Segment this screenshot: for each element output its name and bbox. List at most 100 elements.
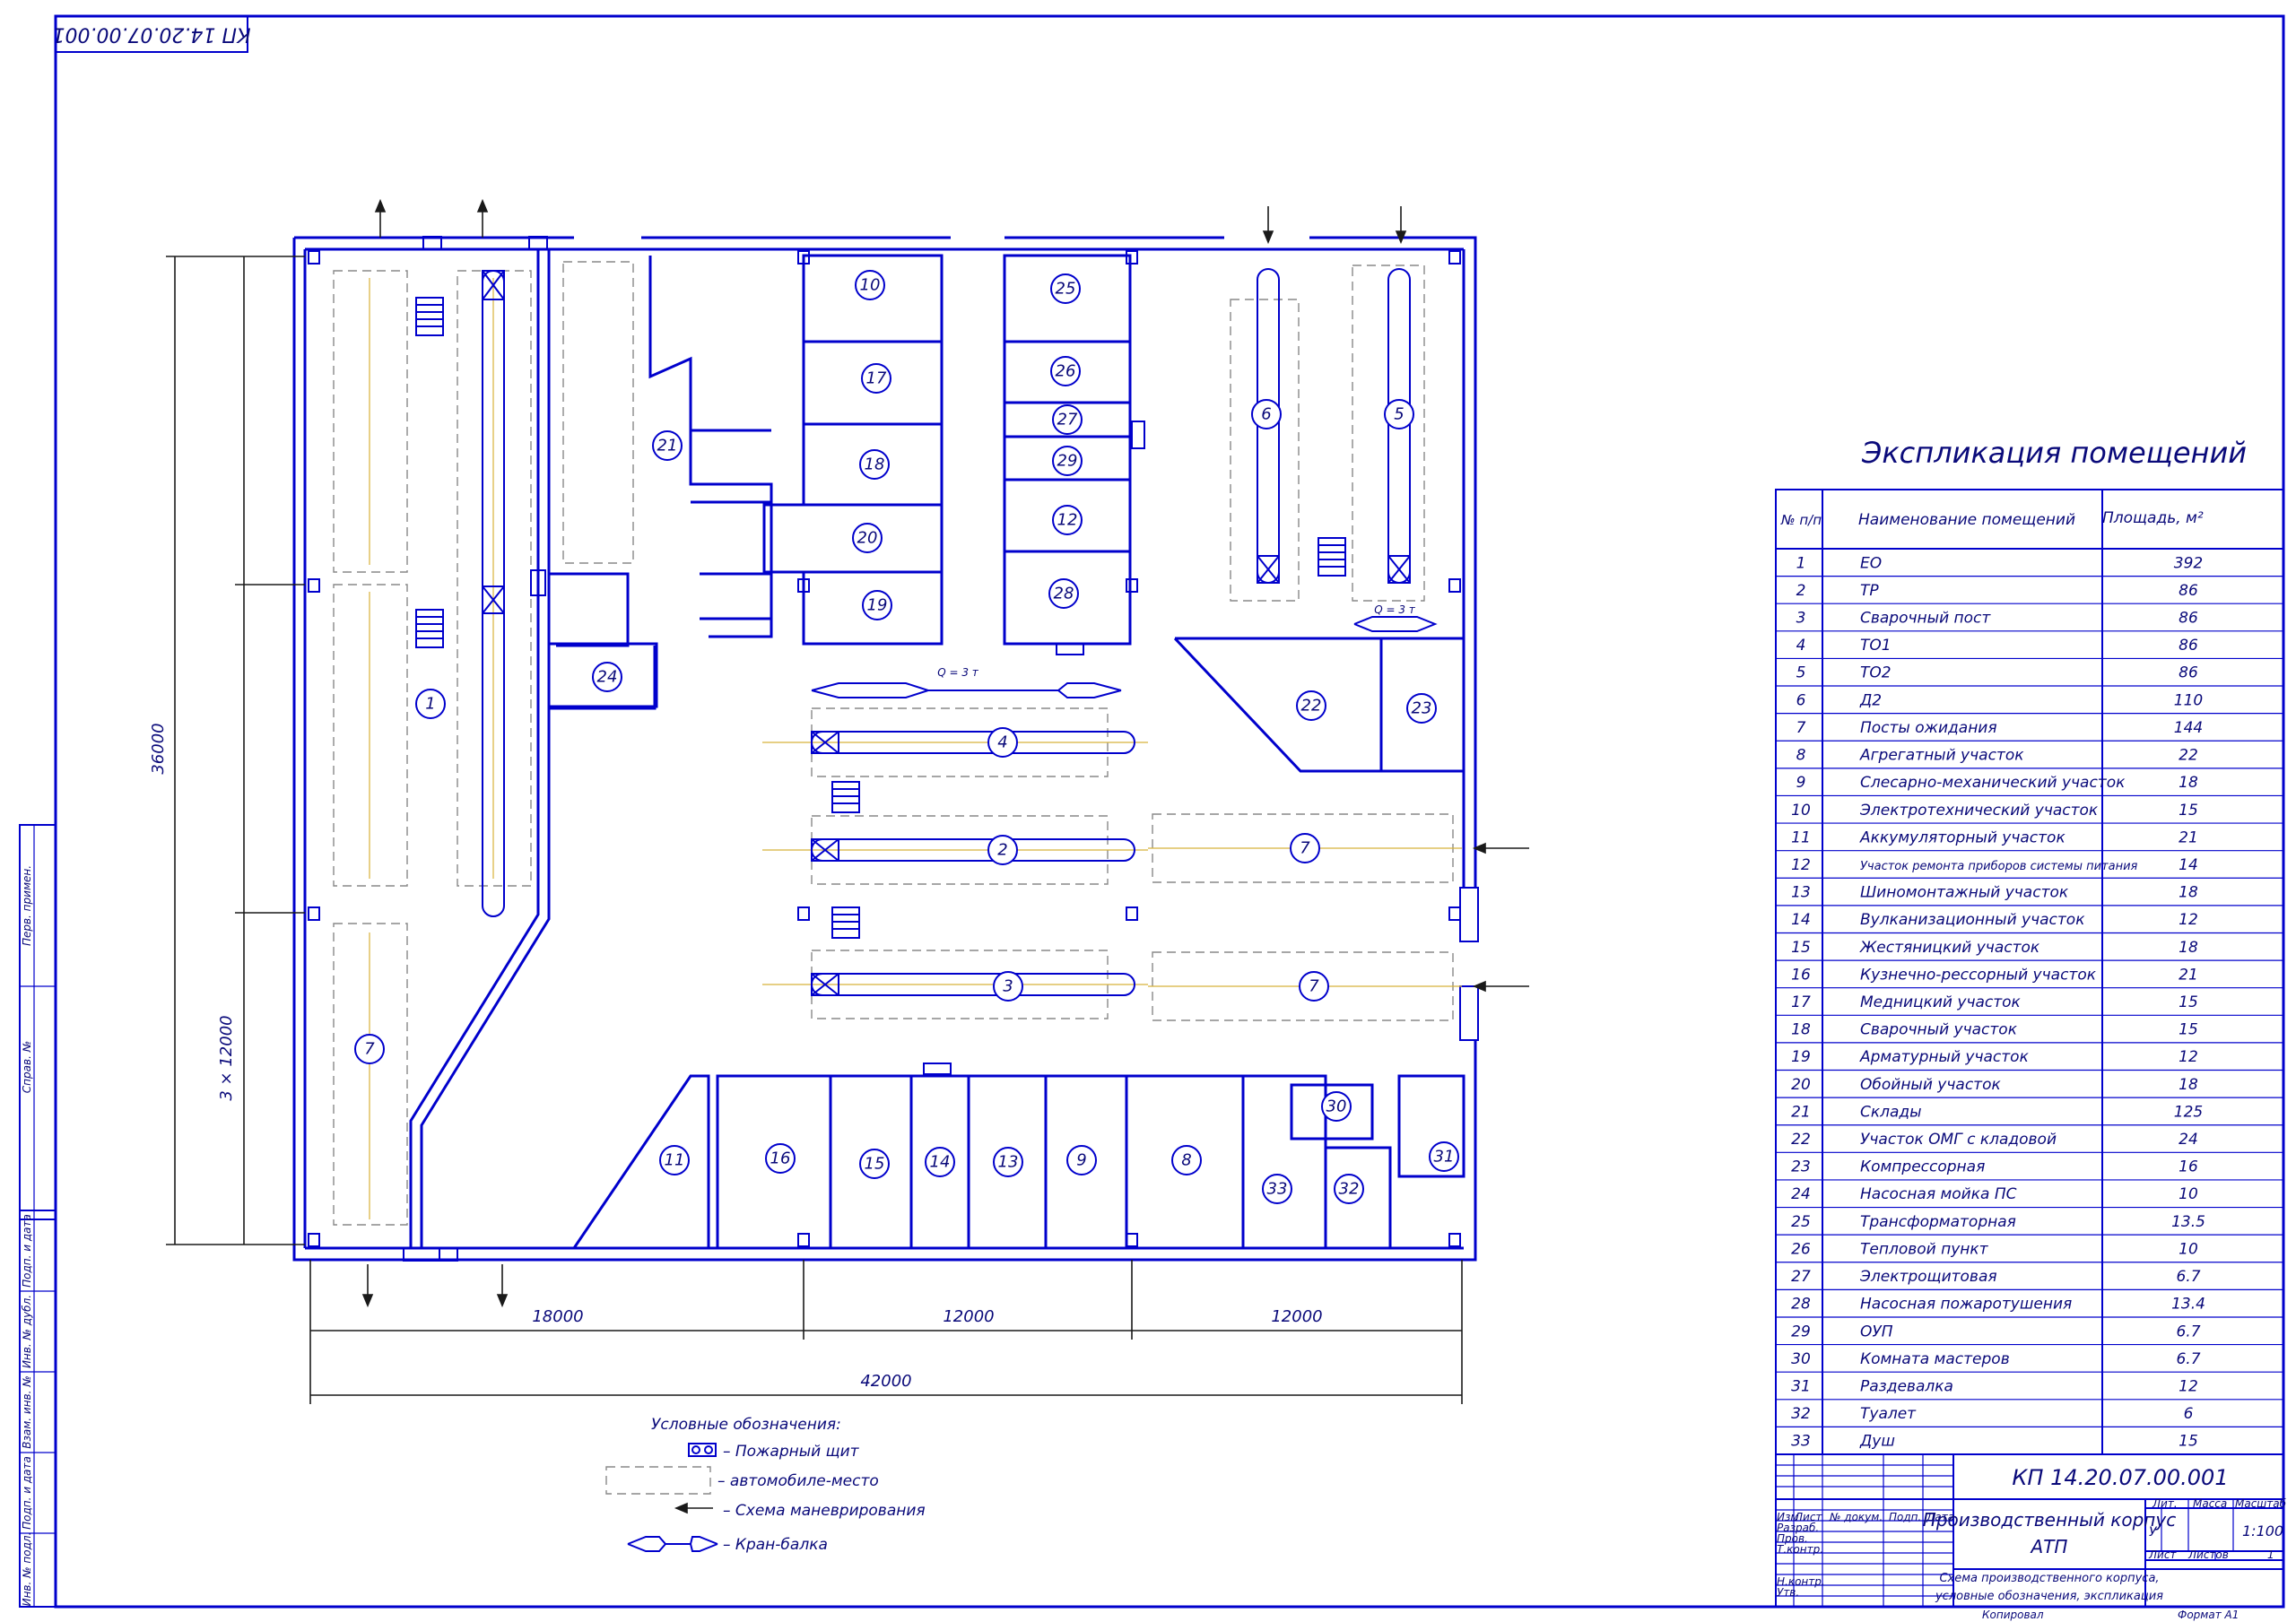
legend-label: – автомобиле-место: [718, 1472, 879, 1490]
table-cell-number: 5: [1796, 664, 1806, 682]
table-cell-number: 14: [1791, 911, 1811, 929]
row-tkontr: Т.контр.: [1777, 1543, 1823, 1556]
table-cell-area: 86: [2179, 610, 2198, 628]
table-cell-number: 6: [1796, 691, 1806, 709]
room-number: 33: [1267, 1180, 1288, 1199]
table-cell-name: Кузнечно-рессорный участок: [1860, 966, 2097, 984]
table-cell-name: Компрессорная: [1860, 1158, 1985, 1176]
table-cell-name: Насосная мойка ПС: [1860, 1185, 2017, 1203]
table-cell-number: 7: [1796, 719, 1806, 737]
table-cell-area: 15: [2179, 993, 2198, 1011]
table-cell-name: Аккумуляторный участок: [1859, 828, 2066, 846]
row-razrab: Разраб.: [1777, 1522, 1819, 1534]
table-cell-area: 86: [2179, 664, 2198, 682]
room-number: 15: [865, 1155, 885, 1174]
table-cell-area: 18: [2179, 1076, 2198, 1094]
room-number: 9: [1076, 1151, 1086, 1170]
row-utv: Утв.: [1777, 1586, 1799, 1599]
room-number-23: 23: [1406, 693, 1437, 724]
legend: Условные обозначения: – Пожарный щит – а…: [605, 1416, 926, 1554]
table-cell-number: 20: [1791, 1076, 1811, 1094]
table-cell-name: Электрощитовая: [1859, 1268, 1997, 1286]
table-cell-area: 12: [2179, 1377, 2198, 1395]
room-number-28: 28: [1048, 578, 1079, 609]
table-cell-number: 19: [1791, 1048, 1811, 1066]
table-cell-area: 24: [2179, 1131, 2198, 1149]
table-cell-name: Медницкий участок: [1860, 993, 2022, 1011]
crane-capacity-label: Q = 3 т: [937, 666, 979, 679]
table-cell-name: Вулканизационный участок: [1860, 911, 2085, 929]
table-cell-number: 24: [1791, 1185, 1811, 1203]
room-number: 21: [657, 437, 678, 455]
room-number: 16: [770, 1149, 791, 1168]
room-number-7: 7: [1290, 833, 1320, 863]
table-cell-number: 26: [1791, 1240, 1811, 1258]
room-number-18: 18: [859, 449, 890, 480]
drawing-title-line1: Производственный корпус: [1923, 1509, 2176, 1531]
table-cell-number: 18: [1791, 1021, 1811, 1039]
table-cell-area: 6.7: [2176, 1323, 2200, 1340]
partition-wall: [420, 249, 551, 1248]
table-cell-number: 13: [1791, 884, 1811, 902]
room-number-4: 4: [987, 727, 1018, 758]
room-number-27: 27: [1052, 404, 1083, 435]
table-cell-number: 4: [1796, 637, 1806, 655]
room-number-29: 29: [1052, 446, 1083, 476]
listov-label: Листов: [2187, 1548, 2229, 1561]
room-number-10: 10: [855, 270, 885, 300]
room-number-15: 15: [859, 1149, 890, 1179]
table-cell-number: 31: [1791, 1377, 1811, 1395]
room-number: 1: [425, 695, 435, 714]
room-number-30: 30: [1321, 1091, 1352, 1122]
room-labels: 1 2 3 4 5 6 7 7 7 8 9 10 11 12 13 14 15 …: [354, 270, 1459, 1204]
table-cell-number: 29: [1791, 1323, 1811, 1340]
room-number: 17: [866, 369, 887, 388]
room-number: 23: [1412, 699, 1432, 718]
room-number: 22: [1301, 697, 1322, 716]
table-cell-name: Шиномонтажный участок: [1860, 884, 2069, 902]
room-number-7: 7: [354, 1034, 385, 1064]
col-podp: Подп.: [1889, 1511, 1921, 1523]
room-number-19: 19: [862, 590, 892, 620]
rotated-stamp: КП 14.20.07.00.001: [52, 15, 251, 53]
room-number-20: 20: [852, 523, 883, 553]
table-cell-name: Раздевалка: [1860, 1377, 1953, 1395]
room-number: 31: [1434, 1148, 1455, 1167]
room-number: 24: [597, 668, 618, 687]
table-cell-number: 30: [1791, 1350, 1811, 1368]
table-cell-area: 13.4: [2171, 1296, 2205, 1314]
format-label: Формат А1: [2178, 1609, 2239, 1621]
table-cell-number: 15: [1791, 939, 1811, 957]
table-cell-number: 28: [1791, 1296, 1811, 1314]
table-cell-name: Агрегатный участок: [1859, 747, 2024, 765]
table-cell-name: ОУП: [1860, 1323, 1893, 1340]
room-number-21: 21: [652, 430, 683, 461]
table-cell-area: 86: [2179, 582, 2198, 600]
table-cell-name: Туалет: [1860, 1405, 1917, 1423]
masshtab-label: Масштаб: [2235, 1497, 2287, 1510]
table-header: № п/п: [1780, 512, 1822, 528]
table-cell-name: Комната мастеров: [1860, 1350, 2010, 1368]
room-number: 20: [857, 529, 878, 548]
drawing-title-line2: АТП: [2030, 1536, 2068, 1557]
room-number: 6: [1261, 405, 1271, 424]
drawing-subtitle-line1: Схема производственного корпуса,: [1939, 1572, 2159, 1585]
room-number: 14: [930, 1153, 951, 1172]
col-list: Лист: [1794, 1511, 1822, 1523]
side-label: Справ. №: [21, 1041, 33, 1093]
room-number-9: 9: [1066, 1145, 1097, 1175]
table-cell-name: Насосная пожаротушения: [1860, 1296, 2072, 1314]
room-number-11: 11: [659, 1145, 690, 1175]
room-number-2: 2: [987, 835, 1018, 865]
lit-label: Лит.: [2152, 1497, 2178, 1510]
table-cell-number: 3: [1796, 610, 1806, 628]
side-label: Перв. примен.: [21, 865, 33, 946]
table-cell-area: 22: [2179, 747, 2198, 765]
room-number-22: 22: [1296, 690, 1326, 721]
col-doc: № докум.: [1829, 1511, 1883, 1523]
table-cell-number: 32: [1791, 1405, 1811, 1423]
table-cell-name: Трансформаторная: [1860, 1213, 2016, 1231]
legend-label: – Кран-балка: [723, 1536, 828, 1554]
lit-value: У: [2149, 1525, 2158, 1540]
table-cell-area: 110: [2174, 691, 2203, 709]
